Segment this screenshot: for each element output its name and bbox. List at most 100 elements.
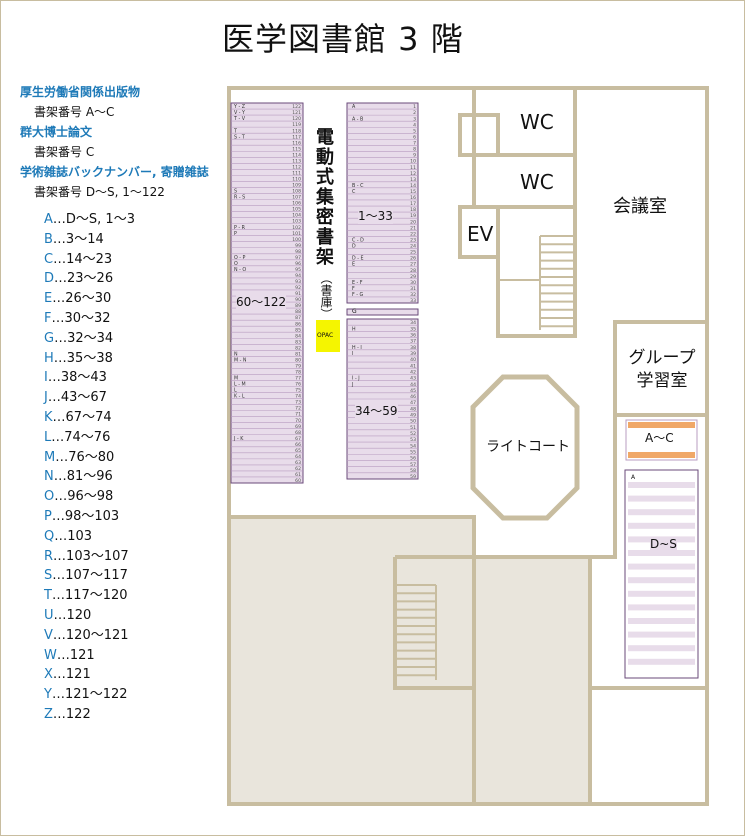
shelf-number: 50	[410, 419, 416, 425]
shelf-number: 112	[292, 164, 301, 170]
index-row: L…74〜76	[44, 428, 135, 448]
index-row: N…81〜96	[44, 467, 135, 487]
shelf-tag: P	[234, 231, 237, 237]
index-range: …103	[54, 528, 93, 544]
shelf-right-top	[625, 419, 698, 461]
shelf-tag: N - O	[234, 267, 246, 273]
shelf-tag: T - V	[233, 116, 246, 122]
shelf-tag: C	[352, 189, 356, 195]
index-range: …103〜107	[53, 548, 129, 564]
index-letter: R	[44, 548, 54, 564]
shelf-tag: S	[234, 189, 237, 195]
index-letter: I	[44, 370, 48, 386]
shelf-tag: L	[234, 388, 237, 394]
ev-label: EV	[467, 222, 494, 246]
shelf-number: 98	[295, 249, 301, 255]
index-letter: E	[44, 291, 53, 307]
shelf-number: 101	[292, 231, 301, 237]
shelf-tag: Y - Z	[233, 104, 246, 110]
shelf-number: 5	[413, 128, 416, 134]
index-letter: G	[44, 330, 55, 346]
shelf-number: 10	[410, 159, 416, 165]
shelf-tag: J	[351, 382, 353, 388]
shelf-number: 104	[292, 213, 301, 219]
shelf-number: 28	[410, 268, 416, 274]
shelf-tag: V - Y	[234, 110, 245, 116]
shelf-tag: K - L	[234, 394, 245, 400]
index-letter: O	[44, 489, 55, 505]
index-range: …76〜80	[55, 449, 115, 465]
left-shelf-range: 60〜122	[236, 293, 287, 310]
shelf-number: 75	[295, 388, 301, 394]
shelf-number: 60	[295, 478, 301, 484]
shelf-number: 113	[292, 158, 301, 164]
shelf-number: 89	[295, 303, 301, 309]
shelf-tag: F - G	[352, 292, 364, 298]
shelf-number: 1	[413, 104, 416, 110]
index-letter: Q	[44, 528, 55, 544]
shelf-number: 56	[410, 456, 416, 462]
shelf-tag: D - E	[352, 256, 364, 262]
index-letter: Y	[44, 687, 52, 703]
page-title: 医学図書館 3 階	[222, 20, 464, 58]
shelf-number: 79	[295, 363, 301, 369]
index-row: C…14〜23	[44, 250, 135, 270]
index-range: …81〜96	[53, 469, 113, 485]
index-range: …121〜122	[51, 687, 128, 703]
shelf-number: 99	[295, 243, 301, 249]
index-letter: N	[44, 469, 54, 485]
wc-label-1: WC	[520, 110, 554, 134]
shelf-tag: A - B	[352, 116, 363, 122]
index-range: …117〜120	[51, 588, 128, 604]
shelf-number: 21	[410, 225, 416, 231]
index-letter: A	[44, 212, 53, 227]
wc-label-2: WC	[520, 170, 554, 194]
shelf-number: 13	[410, 177, 416, 183]
shelf-number: 102	[292, 225, 301, 231]
shelf-number: 62	[295, 466, 301, 472]
shelf-number: 94	[295, 273, 301, 279]
index-row: K…67〜74	[44, 408, 135, 428]
right-bottom-shelf-label: D~S	[650, 537, 677, 551]
shelf-block-wall	[229, 515, 476, 804]
shelf-g	[346, 308, 419, 316]
legend-heading-journals: 学術雑誌バックナンバー, 寄贈雑誌	[20, 165, 209, 179]
index-range: …121	[52, 667, 91, 683]
shelf-number: 115	[292, 146, 301, 152]
index-letter: U	[44, 607, 54, 623]
shelf-tag: B - C	[352, 183, 364, 189]
shelf-number: 78	[295, 370, 301, 376]
shelf-number: 34	[410, 320, 416, 326]
shelf-number: 69	[295, 424, 301, 430]
index-range: …38〜43	[47, 370, 107, 386]
stair-wall-upper	[496, 207, 577, 338]
shelf-number: 51	[410, 425, 416, 431]
shelf-tag: R - S	[234, 195, 245, 201]
shelf-number: 16	[410, 195, 416, 201]
shelf-number: 31	[410, 286, 416, 292]
shelf-number: 43	[410, 376, 416, 382]
index-range: …30〜32	[51, 310, 111, 326]
shelf-number: 105	[292, 207, 301, 213]
shelf-number: 82	[295, 345, 301, 351]
shelf-number: 11	[410, 165, 416, 171]
shelf-number: 44	[410, 382, 416, 388]
index-row: A…D〜S, 1〜3	[44, 210, 135, 230]
index-letter: L	[44, 429, 52, 445]
shelf-number: 74	[295, 394, 301, 400]
shelf-number: 87	[295, 315, 301, 321]
shelf-number: 63	[295, 460, 301, 466]
shelf-number: 45	[410, 388, 416, 394]
shelf-tag: M - N	[234, 357, 247, 363]
index-letter: H	[44, 350, 54, 366]
stairs-upper	[500, 235, 575, 330]
shelf-number: 15	[410, 189, 416, 195]
index-row: O…96〜98	[44, 487, 135, 507]
shelf-number: 120	[292, 116, 301, 122]
index-range: …120〜121	[52, 627, 129, 643]
index-row: Y…121〜122	[44, 685, 135, 705]
shelf-number: 24	[410, 244, 416, 250]
index-letter: P	[44, 508, 52, 524]
shelf-number: 70	[295, 418, 301, 424]
